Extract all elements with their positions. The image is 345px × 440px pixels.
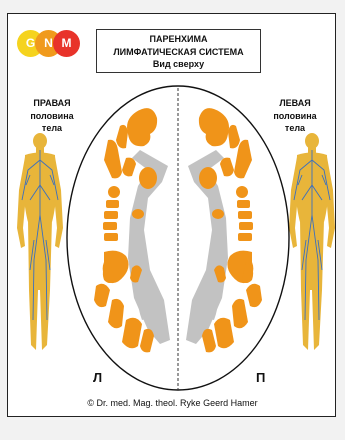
body-figure-right [17,133,63,350]
letter-right: П [256,370,265,385]
letter-left: Л [93,370,102,385]
body-figure-left [289,133,335,350]
copyright-notice: © Dr. med. Mag. theol. Ryke Geerd Hamer [0,398,345,408]
